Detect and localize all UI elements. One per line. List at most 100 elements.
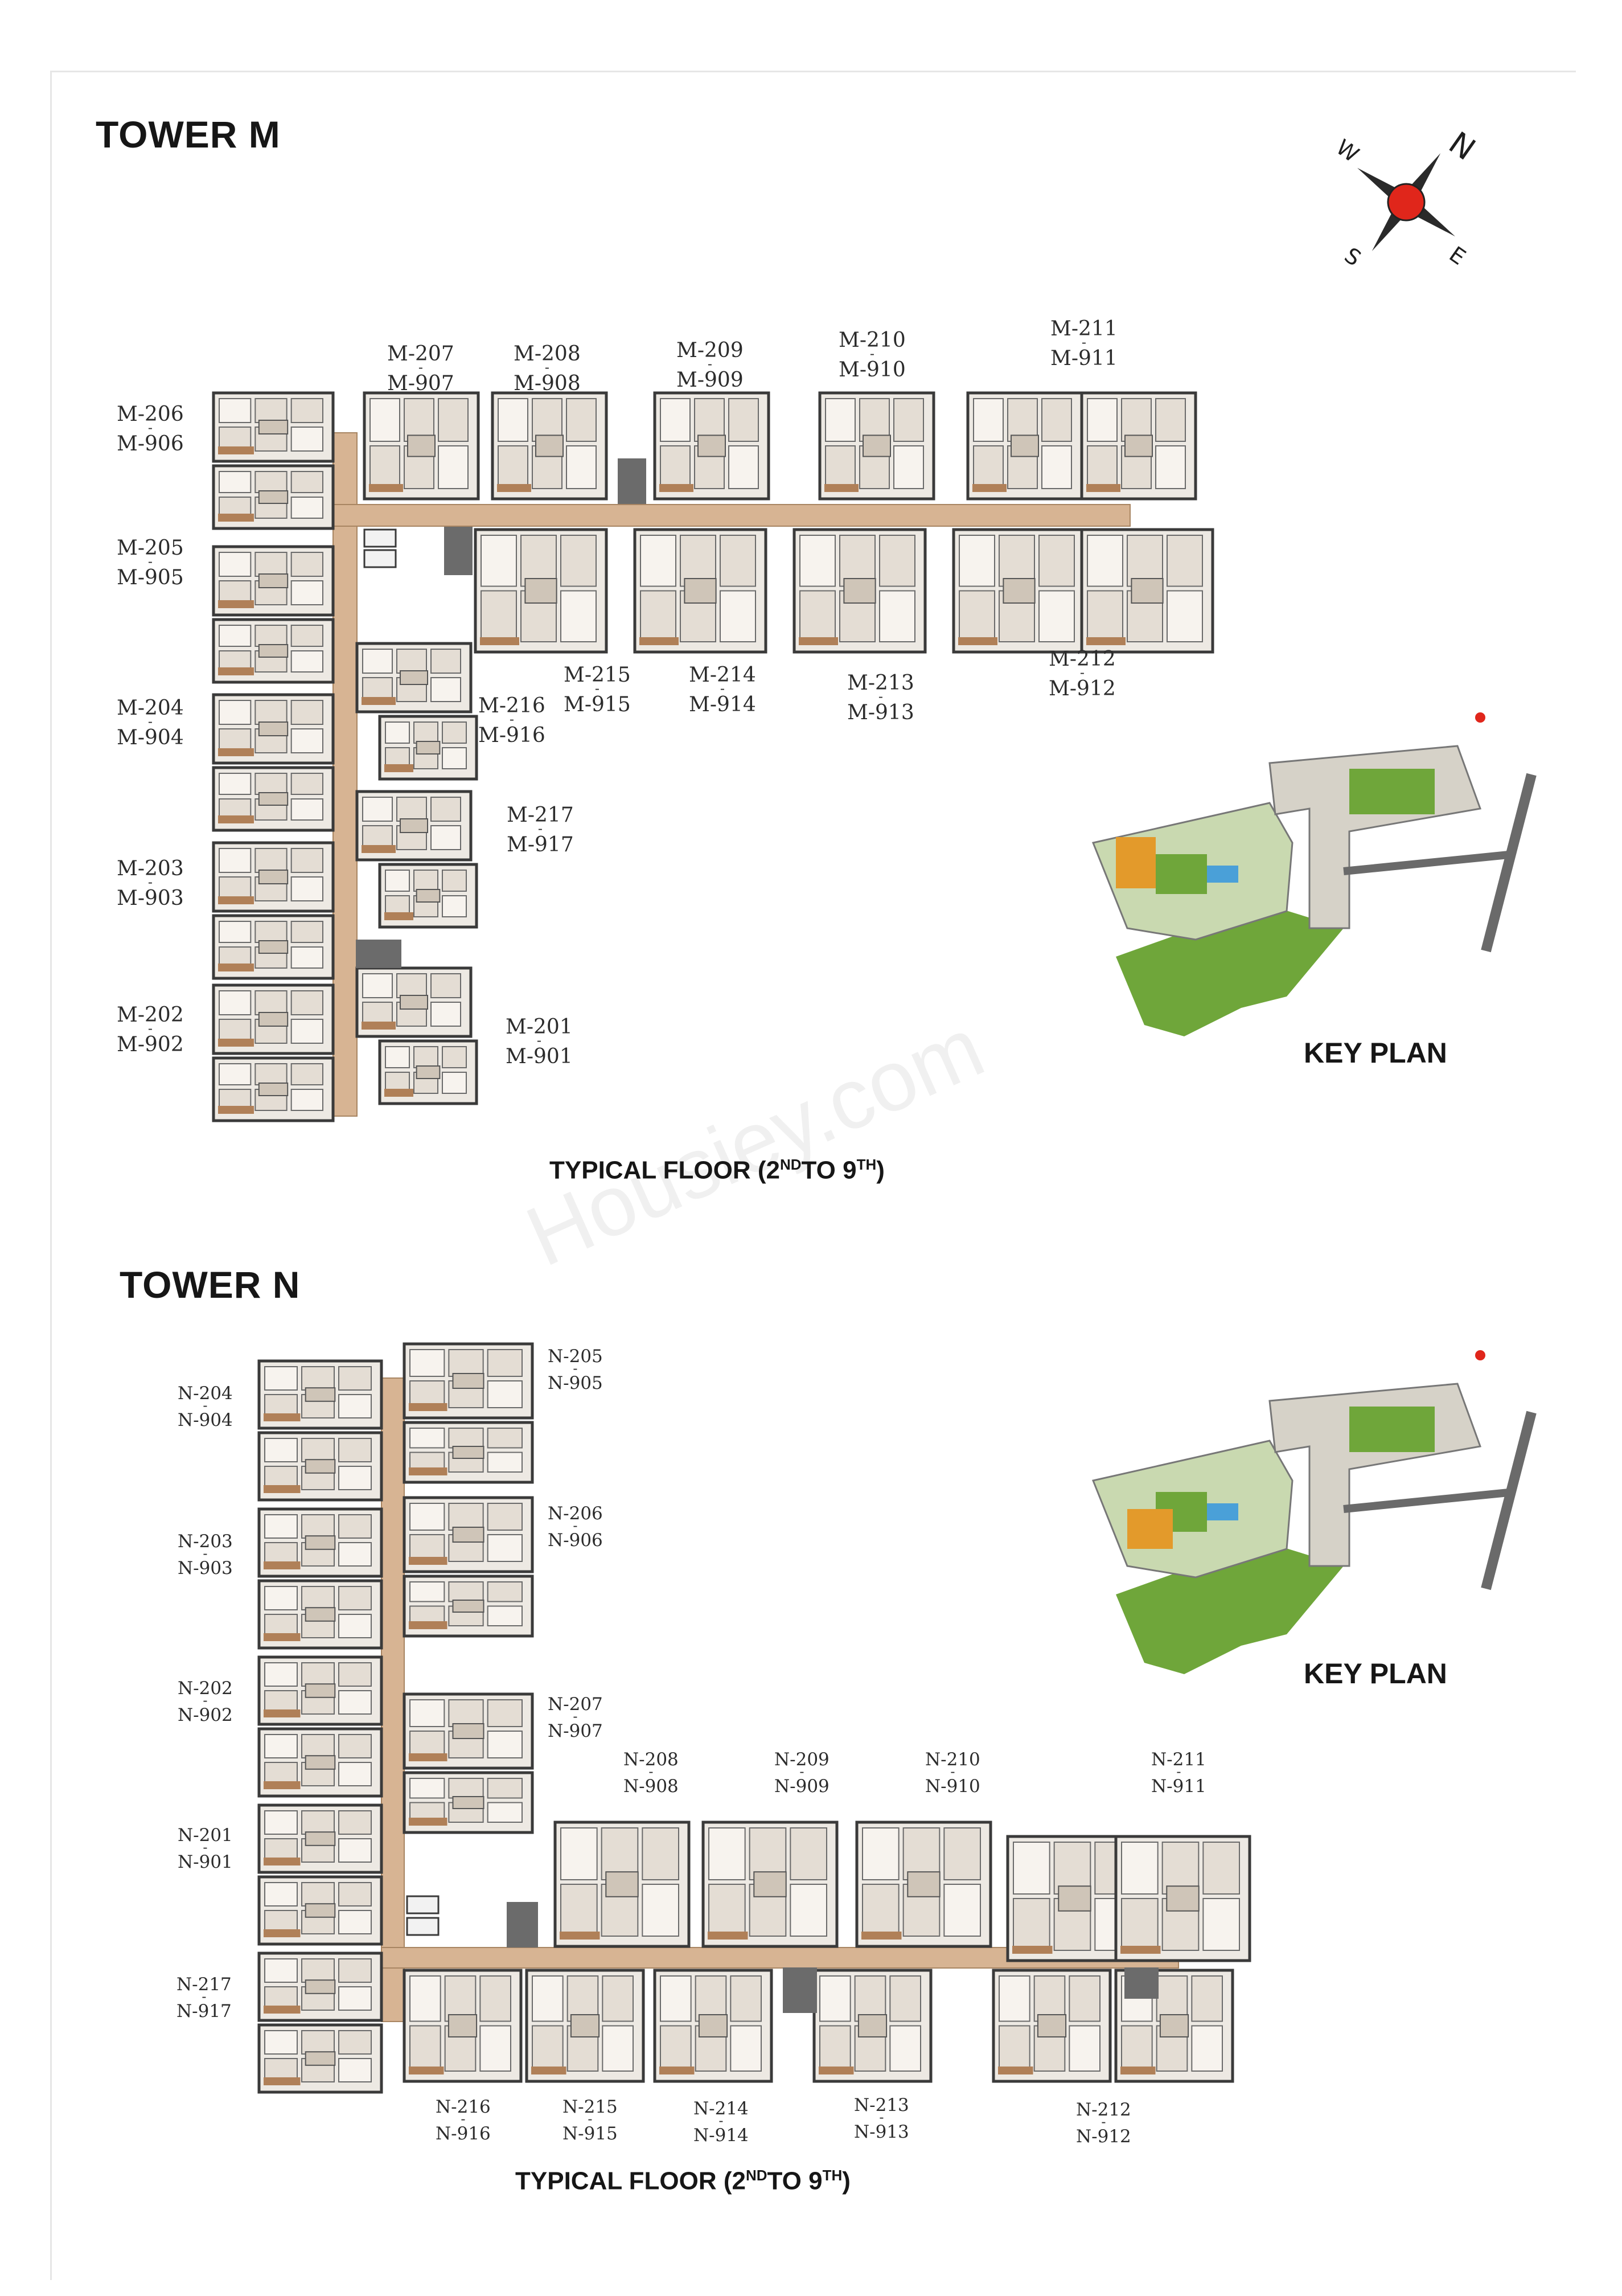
room	[409, 1778, 445, 1799]
room	[219, 921, 252, 943]
room	[532, 398, 562, 442]
room	[1069, 2025, 1101, 2072]
room	[487, 1778, 523, 1799]
room	[369, 445, 400, 489]
room	[1121, 1842, 1159, 1895]
tower-m-horizontal-corridor	[332, 504, 1131, 527]
room	[254, 990, 288, 1015]
room	[254, 921, 288, 943]
room	[481, 590, 517, 642]
room	[290, 848, 323, 873]
room	[385, 721, 410, 744]
room	[290, 497, 323, 519]
room	[602, 1975, 634, 2022]
room	[254, 773, 288, 795]
tower-n-vertical-corridor	[381, 1377, 405, 2022]
room	[708, 1884, 746, 1937]
balcony-strip	[384, 1089, 413, 1097]
room	[1087, 445, 1118, 489]
dining-table	[305, 1755, 336, 1770]
tower-n-key-plan-greenery	[1116, 1543, 1344, 1674]
room	[660, 398, 691, 442]
balcony-strip	[218, 1106, 254, 1114]
dining-table	[1003, 578, 1036, 604]
dining-table	[605, 1871, 639, 1897]
room	[487, 1503, 523, 1531]
balcony-strip	[639, 637, 679, 645]
balcony-strip	[1086, 637, 1126, 645]
room	[1202, 1898, 1240, 1951]
tower-m-key-plan-lawn	[1349, 769, 1435, 814]
room	[338, 1366, 372, 1391]
room	[254, 1063, 288, 1085]
room	[362, 797, 393, 822]
tower-m-key-plan-lawn	[1156, 854, 1207, 894]
room	[385, 1046, 410, 1068]
room	[301, 1366, 335, 1391]
dining-table	[697, 434, 726, 457]
room	[264, 1734, 298, 1758]
room	[219, 625, 252, 647]
room	[396, 649, 427, 674]
room	[338, 1662, 372, 1687]
room	[301, 1514, 335, 1539]
room	[290, 580, 323, 605]
room	[338, 1514, 372, 1539]
balcony-strip	[560, 1932, 600, 1940]
room	[301, 1662, 335, 1687]
room	[680, 535, 716, 587]
room	[430, 825, 461, 850]
tower-n-key-plan-road	[1481, 1411, 1537, 1590]
room	[438, 445, 469, 489]
stairwell	[356, 940, 401, 968]
balcony-strip	[218, 964, 254, 971]
room	[640, 590, 676, 642]
balcony-strip	[362, 697, 396, 705]
room	[219, 700, 252, 725]
room	[254, 625, 288, 647]
room	[487, 1452, 523, 1473]
room	[409, 1975, 441, 2022]
room	[1013, 1842, 1050, 1895]
tower-m-key-plan-highlight	[1116, 837, 1156, 888]
room	[943, 1884, 982, 1937]
room	[264, 1438, 298, 1462]
room	[290, 728, 323, 753]
balcony-strip	[409, 1557, 447, 1565]
tower-m-vertical-corridor	[332, 432, 358, 1117]
dining-table	[305, 1607, 336, 1622]
room	[264, 1662, 298, 1687]
balcony-strip	[264, 1858, 301, 1866]
room	[825, 445, 856, 489]
room	[902, 1827, 941, 1880]
room	[254, 398, 288, 423]
room	[448, 1503, 484, 1531]
room	[720, 590, 756, 642]
unit-label: N-207-N-907	[548, 1694, 603, 1741]
room	[264, 1810, 298, 1835]
balcony-strip	[218, 446, 254, 454]
room	[602, 2025, 634, 2072]
dining-table	[258, 420, 289, 434]
balcony-strip	[409, 1403, 447, 1411]
room	[338, 1734, 372, 1758]
room	[362, 973, 393, 998]
balcony-strip	[708, 1932, 748, 1940]
room	[859, 398, 890, 442]
room	[730, 1975, 762, 2022]
unit-label: M-204-M-904	[117, 696, 184, 749]
room	[290, 427, 323, 452]
dining-table	[305, 2051, 336, 2066]
room	[532, 1975, 564, 2022]
room	[889, 2025, 922, 2072]
room	[442, 1072, 467, 1094]
room	[430, 649, 461, 674]
balcony-strip	[218, 600, 254, 608]
balcony-strip	[218, 748, 254, 756]
tower-m-key-plan-pool	[1207, 866, 1238, 883]
room	[338, 1614, 372, 1638]
room	[409, 1699, 445, 1727]
stairwell	[618, 458, 646, 504]
room	[560, 590, 597, 642]
room	[290, 552, 323, 577]
